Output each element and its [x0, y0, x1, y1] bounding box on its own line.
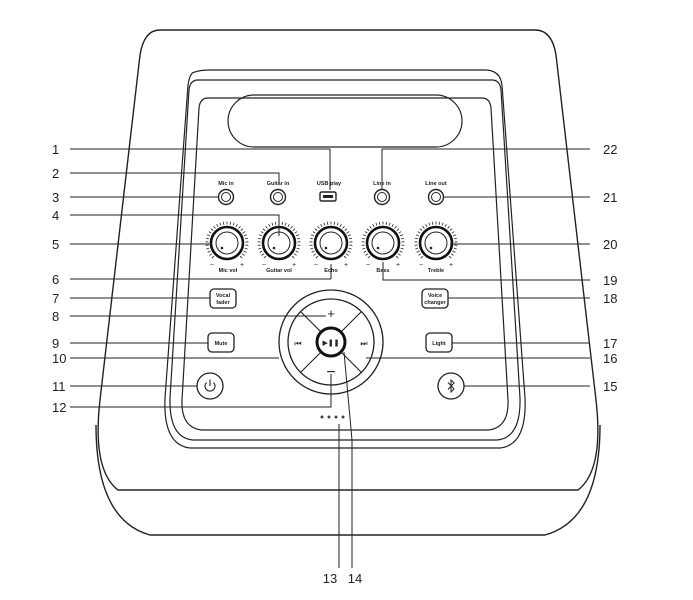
callout-3: 3 [52, 190, 59, 205]
play-pause-icon: ▶❚❚ [322, 339, 339, 347]
guitar-in-port[interactable] [271, 190, 286, 205]
callout-8: 8 [52, 309, 59, 324]
callout-18: 18 [603, 291, 617, 306]
voice-changer-label-2: changer [424, 300, 446, 306]
play-pause-button[interactable]: ▶❚❚ [317, 328, 345, 356]
treble-knob-minus-mark: − [419, 262, 423, 269]
callout-14: 14 [348, 571, 362, 586]
light-label: Light [432, 341, 446, 347]
mic-vol-knob-plus-mark: + [240, 262, 244, 269]
line-in-port[interactable] [375, 190, 390, 205]
vocal-fader-button[interactable]: Vocal fader [210, 289, 236, 308]
light-button[interactable]: Light [426, 333, 452, 352]
vocal-fader-label-1: Vocal [216, 293, 231, 299]
speaker-body-outline [98, 30, 598, 490]
callout-22: 22 [603, 142, 617, 157]
mic-vol-label: Mic vol [219, 268, 238, 274]
callout-9: 9 [52, 336, 59, 351]
speaker-body-lower [96, 425, 600, 535]
guitar-in-label: Guitar in [267, 181, 290, 187]
mic-vol-knob[interactable]: −+ [206, 222, 249, 270]
treble-label: Treble [428, 268, 444, 274]
guitar-vol-label: Guitar vol [266, 268, 292, 274]
usb-play-label: USB play [317, 181, 342, 187]
voice-changer-label-1: Voice [428, 293, 442, 299]
bass-knob-minus-mark: − [366, 262, 370, 269]
callout-13: 13 [323, 571, 337, 586]
mic-in-label: Mic in [218, 181, 234, 187]
echo-knob-minus-mark: − [314, 262, 318, 269]
callout-17: 17 [603, 336, 617, 351]
callout-16: 16 [603, 351, 617, 366]
bluetooth-button[interactable] [438, 373, 464, 399]
callout-10: 10 [52, 351, 66, 366]
guitar-vol-knob-plus-mark: + [292, 262, 296, 269]
knob-row: −+−+−+−+−+ [206, 222, 458, 270]
handle-cutout [228, 95, 462, 147]
mute-button[interactable]: Mute [208, 333, 234, 352]
callout-7: 7 [52, 291, 59, 306]
line-out-label: Line out [425, 181, 447, 187]
indicator-leds [321, 416, 345, 419]
bass-knob[interactable]: −+ [362, 222, 405, 270]
echo-knob-plus-mark: + [344, 262, 348, 269]
usb-play-port[interactable] [320, 192, 336, 201]
mic-in-port[interactable] [219, 190, 234, 205]
callout-15: 15 [603, 379, 617, 394]
next-track-button[interactable]: ⏭ [360, 339, 367, 348]
treble-knob[interactable]: −+ [415, 222, 458, 270]
callout-4: 4 [52, 208, 59, 223]
treble-knob-plus-mark: + [449, 262, 453, 269]
callout-12: 12 [52, 400, 66, 415]
callout-20: 20 [603, 237, 617, 252]
voice-changer-button[interactable]: Voice changer [422, 289, 448, 308]
bass-knob-plus-mark: + [396, 262, 400, 269]
echo-knob[interactable]: −+ [310, 222, 353, 270]
callout-11: 11 [52, 379, 66, 394]
line-out-port[interactable] [429, 190, 444, 205]
previous-track-button[interactable]: ⏮ [294, 339, 301, 348]
mute-label: Mute [215, 341, 228, 347]
callout-2: 2 [52, 166, 59, 181]
callout-6: 6 [52, 272, 59, 287]
power-button[interactable] [197, 373, 223, 399]
vocal-fader-label-2: fader [216, 300, 230, 306]
volume-up-button[interactable]: + [327, 306, 335, 321]
callout-1: 1 [52, 142, 59, 157]
callout-5: 5 [52, 237, 59, 252]
callout-19: 19 [603, 273, 617, 288]
callout-21: 21 [603, 190, 617, 205]
mic-vol-knob-minus-mark: − [210, 262, 214, 269]
